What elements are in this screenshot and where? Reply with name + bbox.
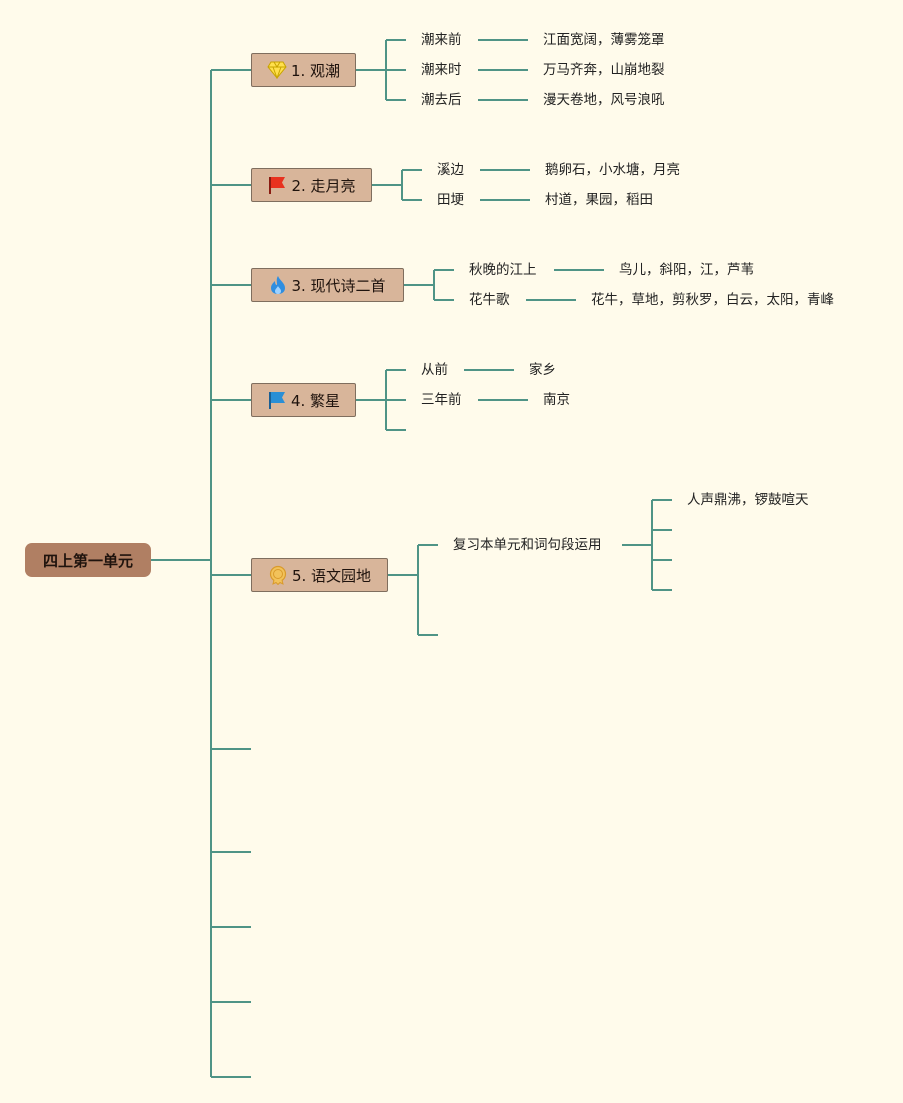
medal-icon (268, 565, 288, 586)
detail-node[interactable]: 村道，果园，稻田 (545, 192, 653, 208)
sub-node-label[interactable]: 复习本单元和词句段运用 (453, 537, 602, 553)
sub-node-label[interactable]: 三年前 (421, 392, 462, 408)
detail-node[interactable]: 万马齐奔，山崩地裂 (543, 62, 665, 78)
sub-node-label[interactable]: 秋晚的江上 (469, 262, 537, 278)
detail-node[interactable]: 鸟儿，斜阳，江，芦苇 (619, 262, 754, 278)
branch-label: 4. 繁星 (290, 391, 341, 410)
detail-node[interactable]: 鹅卵石，小水塘，月亮 (545, 162, 680, 178)
sub-node-label[interactable]: 从前 (421, 362, 448, 378)
red-flag-icon (267, 175, 287, 195)
branch-node-2[interactable]: 2. 走月亮 (251, 168, 372, 202)
blue-flag-icon (267, 390, 287, 410)
detail-node[interactable]: 家乡 (529, 362, 556, 378)
branch-node-4[interactable]: 4. 繁星 (251, 383, 356, 417)
sub-node-label[interactable]: 潮去后 (421, 92, 462, 108)
branch-node-5[interactable]: 5. 语文园地 (251, 558, 388, 592)
detail-node[interactable]: 江面宽阔，薄雾笼罩 (543, 32, 665, 48)
sub-node-label[interactable]: 花牛歌 (469, 292, 510, 308)
branch-node-1[interactable]: 1. 观潮 (251, 53, 356, 87)
sub-node-label[interactable]: 田埂 (437, 192, 464, 208)
sub-node-label[interactable]: 潮来时 (421, 62, 462, 78)
branch-label: 5. 语文园地 (291, 566, 372, 585)
detail-node[interactable]: 人声鼎沸，锣鼓喧天 (687, 492, 809, 508)
branch-node-3[interactable]: 3. 现代诗二首 (251, 268, 404, 302)
detail-node[interactable]: 南京 (543, 392, 570, 408)
detail-node[interactable]: 花牛，草地，剪秋罗，白云，太阳，青峰 (591, 292, 834, 308)
sub-node-label[interactable]: 溪边 (437, 162, 464, 178)
detail-node[interactable]: 漫天卷地，风号浪吼 (543, 92, 665, 108)
flame-icon (269, 275, 287, 295)
diamond-icon (267, 61, 287, 80)
branch-label: 1. 观潮 (290, 61, 341, 80)
sub-node-label[interactable]: 潮来前 (421, 32, 462, 48)
branch-label: 2. 走月亮 (291, 176, 356, 195)
root-node[interactable]: 四上第一单元 (25, 543, 151, 577)
branch-label: 3. 现代诗二首 (291, 276, 386, 295)
